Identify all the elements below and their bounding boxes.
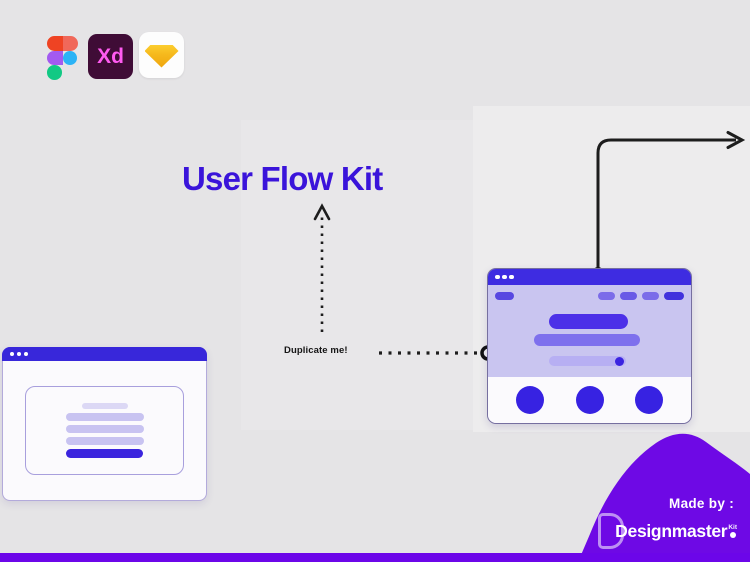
background-panel-left	[241, 120, 473, 430]
window-control-dot	[502, 274, 507, 280]
brand-dot-icon	[729, 532, 736, 538]
hero-bar-dark	[549, 314, 628, 329]
figma-salmon-shape	[62, 36, 78, 51]
window-control-dot	[10, 352, 14, 356]
brand-kit-label: Kit	[728, 524, 737, 531]
brand-dot-stack: Kit	[728, 524, 737, 538]
figma-logo-icon	[47, 36, 78, 80]
browser-window-right	[487, 268, 692, 424]
bottom-accent-bar	[0, 553, 750, 562]
hero-bar-dot	[615, 356, 624, 366]
nav-item-pill-active	[664, 292, 684, 300]
skeleton-bar-primary	[66, 449, 143, 458]
window-control-dot	[509, 274, 514, 280]
figma-green-shape	[47, 65, 62, 80]
nav-menu	[598, 292, 684, 300]
skeleton-bar	[65, 413, 144, 421]
window-footer-panel	[488, 377, 691, 423]
made-by-label: Made by :	[669, 496, 734, 511]
feature-circle	[516, 386, 544, 414]
window-titlebar	[2, 347, 207, 361]
skeleton-bar	[65, 437, 144, 445]
content-card	[25, 386, 184, 475]
adobe-xd-logo-icon: Xd	[88, 34, 133, 79]
hero-bar-mid	[534, 334, 640, 346]
nav-item-pill	[598, 292, 615, 300]
skeleton-bar	[81, 403, 128, 409]
brand-name: Designmaster	[615, 520, 728, 541]
page-title: User Flow Kit	[182, 160, 383, 197]
figma-blue-shape	[62, 50, 78, 66]
skeleton-bar	[65, 425, 144, 433]
sketch-diamond-icon	[144, 45, 179, 68]
hero-bar-light	[549, 356, 626, 366]
figma-purple-shape	[47, 50, 63, 66]
adobe-xd-label: Xd	[97, 44, 124, 68]
window-control-dot	[24, 352, 28, 356]
figma-red-shape	[47, 36, 63, 51]
nav-logo-pill	[495, 292, 514, 300]
nav-item-pill	[642, 292, 659, 300]
nav-item-pill	[620, 292, 637, 300]
feature-circle	[575, 386, 604, 414]
window-titlebar	[488, 269, 691, 285]
designmaster-d-icon	[598, 513, 625, 549]
sketch-logo-icon	[139, 32, 184, 78]
brand-lockup: Designmaster Kit	[598, 513, 737, 549]
feature-circle	[635, 386, 663, 414]
duplicate-me-label: Duplicate me!	[284, 345, 348, 356]
browser-window-left	[2, 347, 207, 501]
window-control-dot	[495, 274, 500, 280]
window-control-dot	[17, 352, 21, 356]
